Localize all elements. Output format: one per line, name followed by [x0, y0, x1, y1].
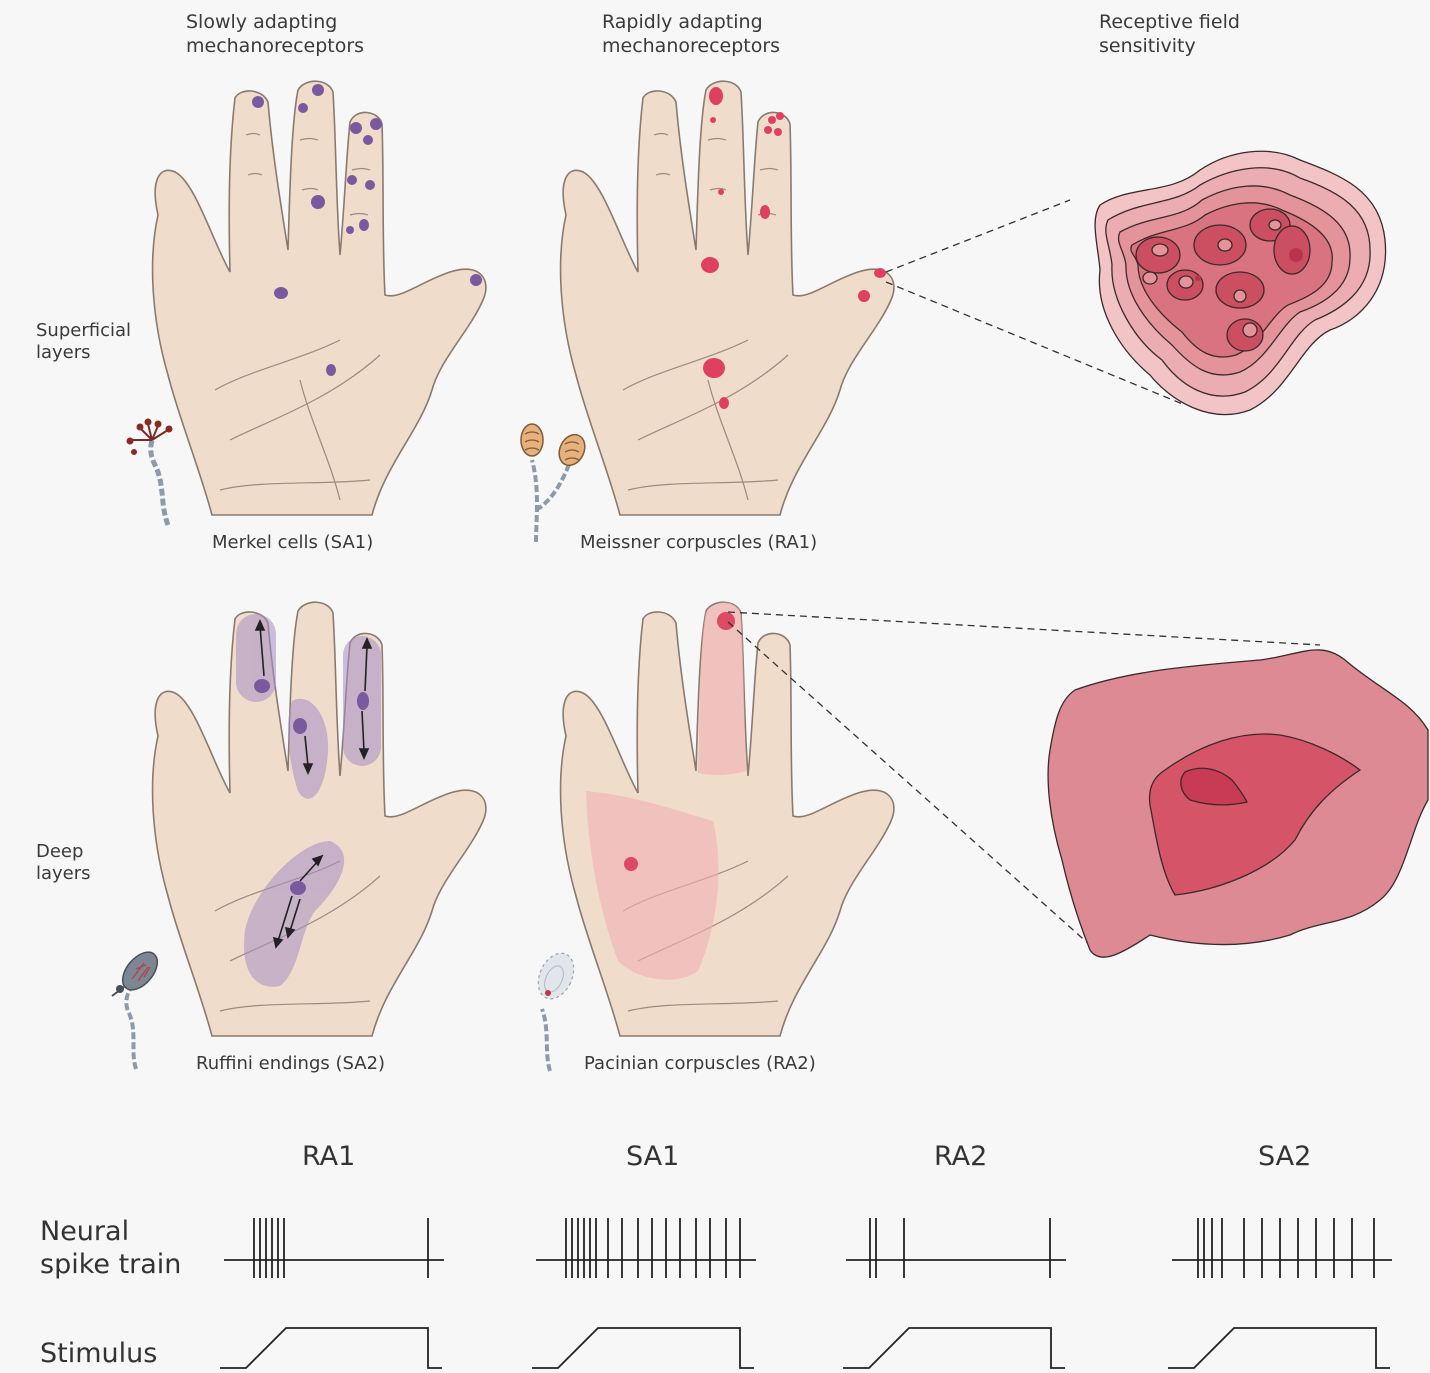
stimulus-sa1 — [532, 1328, 754, 1368]
stimulus-sa2 — [1168, 1328, 1390, 1368]
pacinian-neuron-icon — [531, 947, 580, 1071]
spike-train-sa2 — [1172, 1218, 1392, 1278]
receptive-field-deep — [1048, 650, 1428, 957]
receptive-field-superficial — [1095, 151, 1385, 414]
hand-pacinian — [531, 602, 894, 1071]
spike-train-sa1 — [536, 1218, 756, 1278]
hand-meissner — [521, 81, 894, 542]
merkel-neuron-icon — [127, 419, 173, 526]
stimulus-ra1 — [220, 1328, 442, 1368]
hand-ruffini — [112, 602, 486, 1069]
ruffini-neuron-icon — [112, 946, 164, 1069]
hand-merkel — [127, 81, 486, 525]
stimulus-traces — [220, 1328, 1390, 1368]
spike-train-ra1 — [224, 1218, 444, 1278]
stimulus-ra2 — [843, 1328, 1065, 1368]
meissner-neuron-icon — [521, 424, 590, 542]
spike-train-ra2 — [846, 1218, 1066, 1278]
